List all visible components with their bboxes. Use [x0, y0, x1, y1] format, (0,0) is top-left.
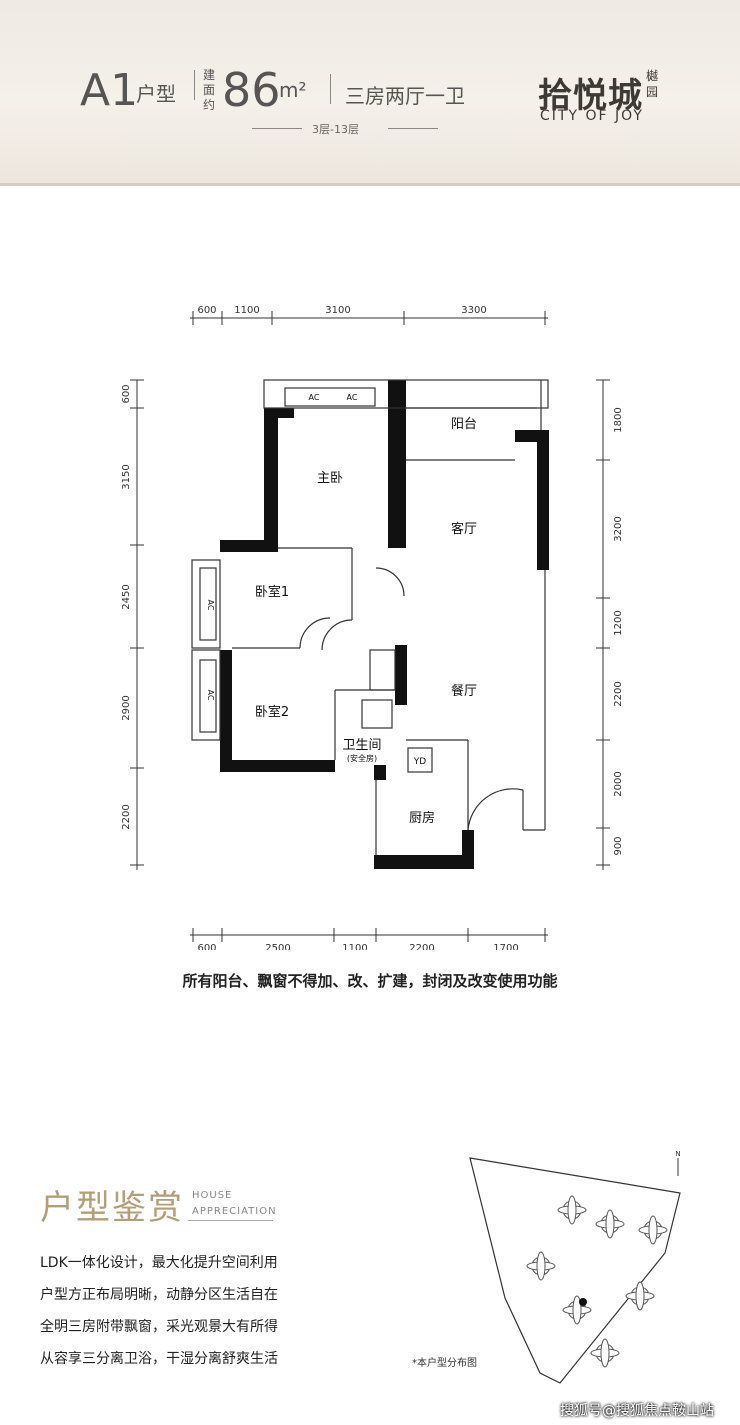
dim-top-2: 1100	[234, 305, 259, 316]
room-master: 主卧	[317, 471, 343, 486]
dim-bottom-5: 1700	[493, 943, 518, 950]
section-title-en2: APPRECIATION	[192, 1206, 277, 1217]
dim-right-5: 2000	[613, 771, 624, 796]
dim-right-4: 2200	[613, 681, 624, 706]
building-7	[590, 1338, 620, 1368]
dim-left-4: 2900	[121, 695, 132, 720]
floor-rule-left	[252, 128, 302, 129]
section-rule	[188, 1220, 273, 1221]
walls-thin	[191, 379, 549, 855]
ac-unit-4: AC	[206, 690, 215, 701]
desc-line-3: 全明三房附带飘窗，采光观景大有所得	[40, 1319, 278, 1335]
floor-rule-right	[388, 128, 438, 129]
dim-right-3: 1200	[613, 610, 624, 635]
watermark: 搜狐号@搜狐焦点鞍山站	[560, 1403, 714, 1419]
room-bed2: 卧室2	[255, 704, 289, 720]
room-bath-note: (安全房)	[347, 753, 377, 763]
section-title: 户型鉴赏	[40, 1188, 184, 1228]
dim-left-3: 2450	[121, 584, 132, 609]
header-banner	[0, 0, 740, 186]
dim-top-3: 3100	[325, 305, 350, 316]
dim-bottom-2: 2500	[265, 943, 290, 950]
ac-unit-2: AC	[347, 393, 358, 402]
yd-label: YD	[413, 757, 426, 767]
notice-text: 所有阳台、飘窗不得加、改、扩建，封闭及改变使用功能	[182, 972, 558, 990]
building-3	[638, 1215, 668, 1245]
site-note: *本户型分布图	[412, 1358, 477, 1369]
unit-location-marker	[579, 1298, 587, 1306]
unit-word: 户型	[136, 82, 176, 106]
area-value: 86	[222, 63, 281, 117]
desc-line-1: LDK一体化设计，最大化提升空间利用	[40, 1255, 278, 1271]
site-boundary	[469, 1157, 681, 1384]
dimension-labels: 600 1100 3100 3300 600 2500 1100 2200 17…	[121, 305, 624, 950]
dim-right-6: 900	[613, 836, 624, 855]
brand-logo-english: CITY OF JOY	[540, 108, 644, 124]
site-plan: N	[469, 1150, 681, 1384]
desc-line-4: 从容享三分离卫浴，干湿分离舒爽生活	[40, 1351, 278, 1367]
dim-top-4: 3300	[461, 305, 486, 316]
room-bed1: 卧室1	[255, 584, 289, 600]
header-divider	[0, 183, 740, 186]
room-bath: 卫生间	[342, 738, 381, 753]
dim-bottom-4: 2200	[409, 943, 434, 950]
brand-logo: 拾悦城	[538, 76, 643, 116]
unit-code: A1	[80, 65, 139, 116]
area-unit: m²	[279, 78, 307, 102]
dim-bottom-1: 600	[197, 943, 216, 950]
area-prefix: 建面约	[203, 68, 216, 112]
site-buildings	[526, 1195, 668, 1368]
room-dining: 餐厅	[451, 683, 477, 699]
room-balcony: 阳台	[451, 417, 477, 432]
floor-range: 3层-13层	[312, 123, 359, 136]
dimension-lines	[130, 311, 610, 942]
room-labels: 阳台 主卧 客厅 卧室1 卧室2 餐厅 卫生间 (安全房) 厨房	[255, 417, 477, 826]
dim-bottom-3: 1100	[342, 943, 367, 950]
dim-left-2: 3150	[121, 464, 132, 489]
building-2	[595, 1209, 625, 1239]
title-separator	[330, 74, 331, 104]
dim-left-1: 600	[121, 384, 132, 403]
room-living: 客厅	[451, 521, 477, 537]
equipment-labels: AC AC AC AC YD	[206, 393, 426, 767]
desc-line-2: 户型方正布局明晰，动静分区生活自在	[40, 1287, 278, 1303]
dim-top-1: 600	[197, 305, 216, 316]
dim-right-2: 3200	[613, 516, 624, 541]
building-5	[625, 1281, 655, 1311]
title-separator	[194, 70, 195, 100]
dim-left-5: 2200	[121, 804, 132, 829]
building-1	[557, 1195, 587, 1225]
section-title-en1: HOUSE	[192, 1190, 233, 1201]
floor-plan: 600 1100 3100 3300 600 2500 1100 2200 17…	[121, 305, 624, 950]
dim-right-1: 1800	[613, 407, 624, 432]
north-label: N	[675, 1150, 680, 1158]
walls-thick	[220, 380, 549, 869]
ac-unit-1: AC	[309, 393, 320, 402]
brand-logo-sub: 樾园	[646, 69, 659, 99]
room-kitchen: 厨房	[409, 810, 435, 826]
layout-type: 三房两厅一卫	[345, 84, 465, 108]
building-4	[526, 1251, 556, 1281]
ac-unit-3: AC	[206, 600, 215, 611]
